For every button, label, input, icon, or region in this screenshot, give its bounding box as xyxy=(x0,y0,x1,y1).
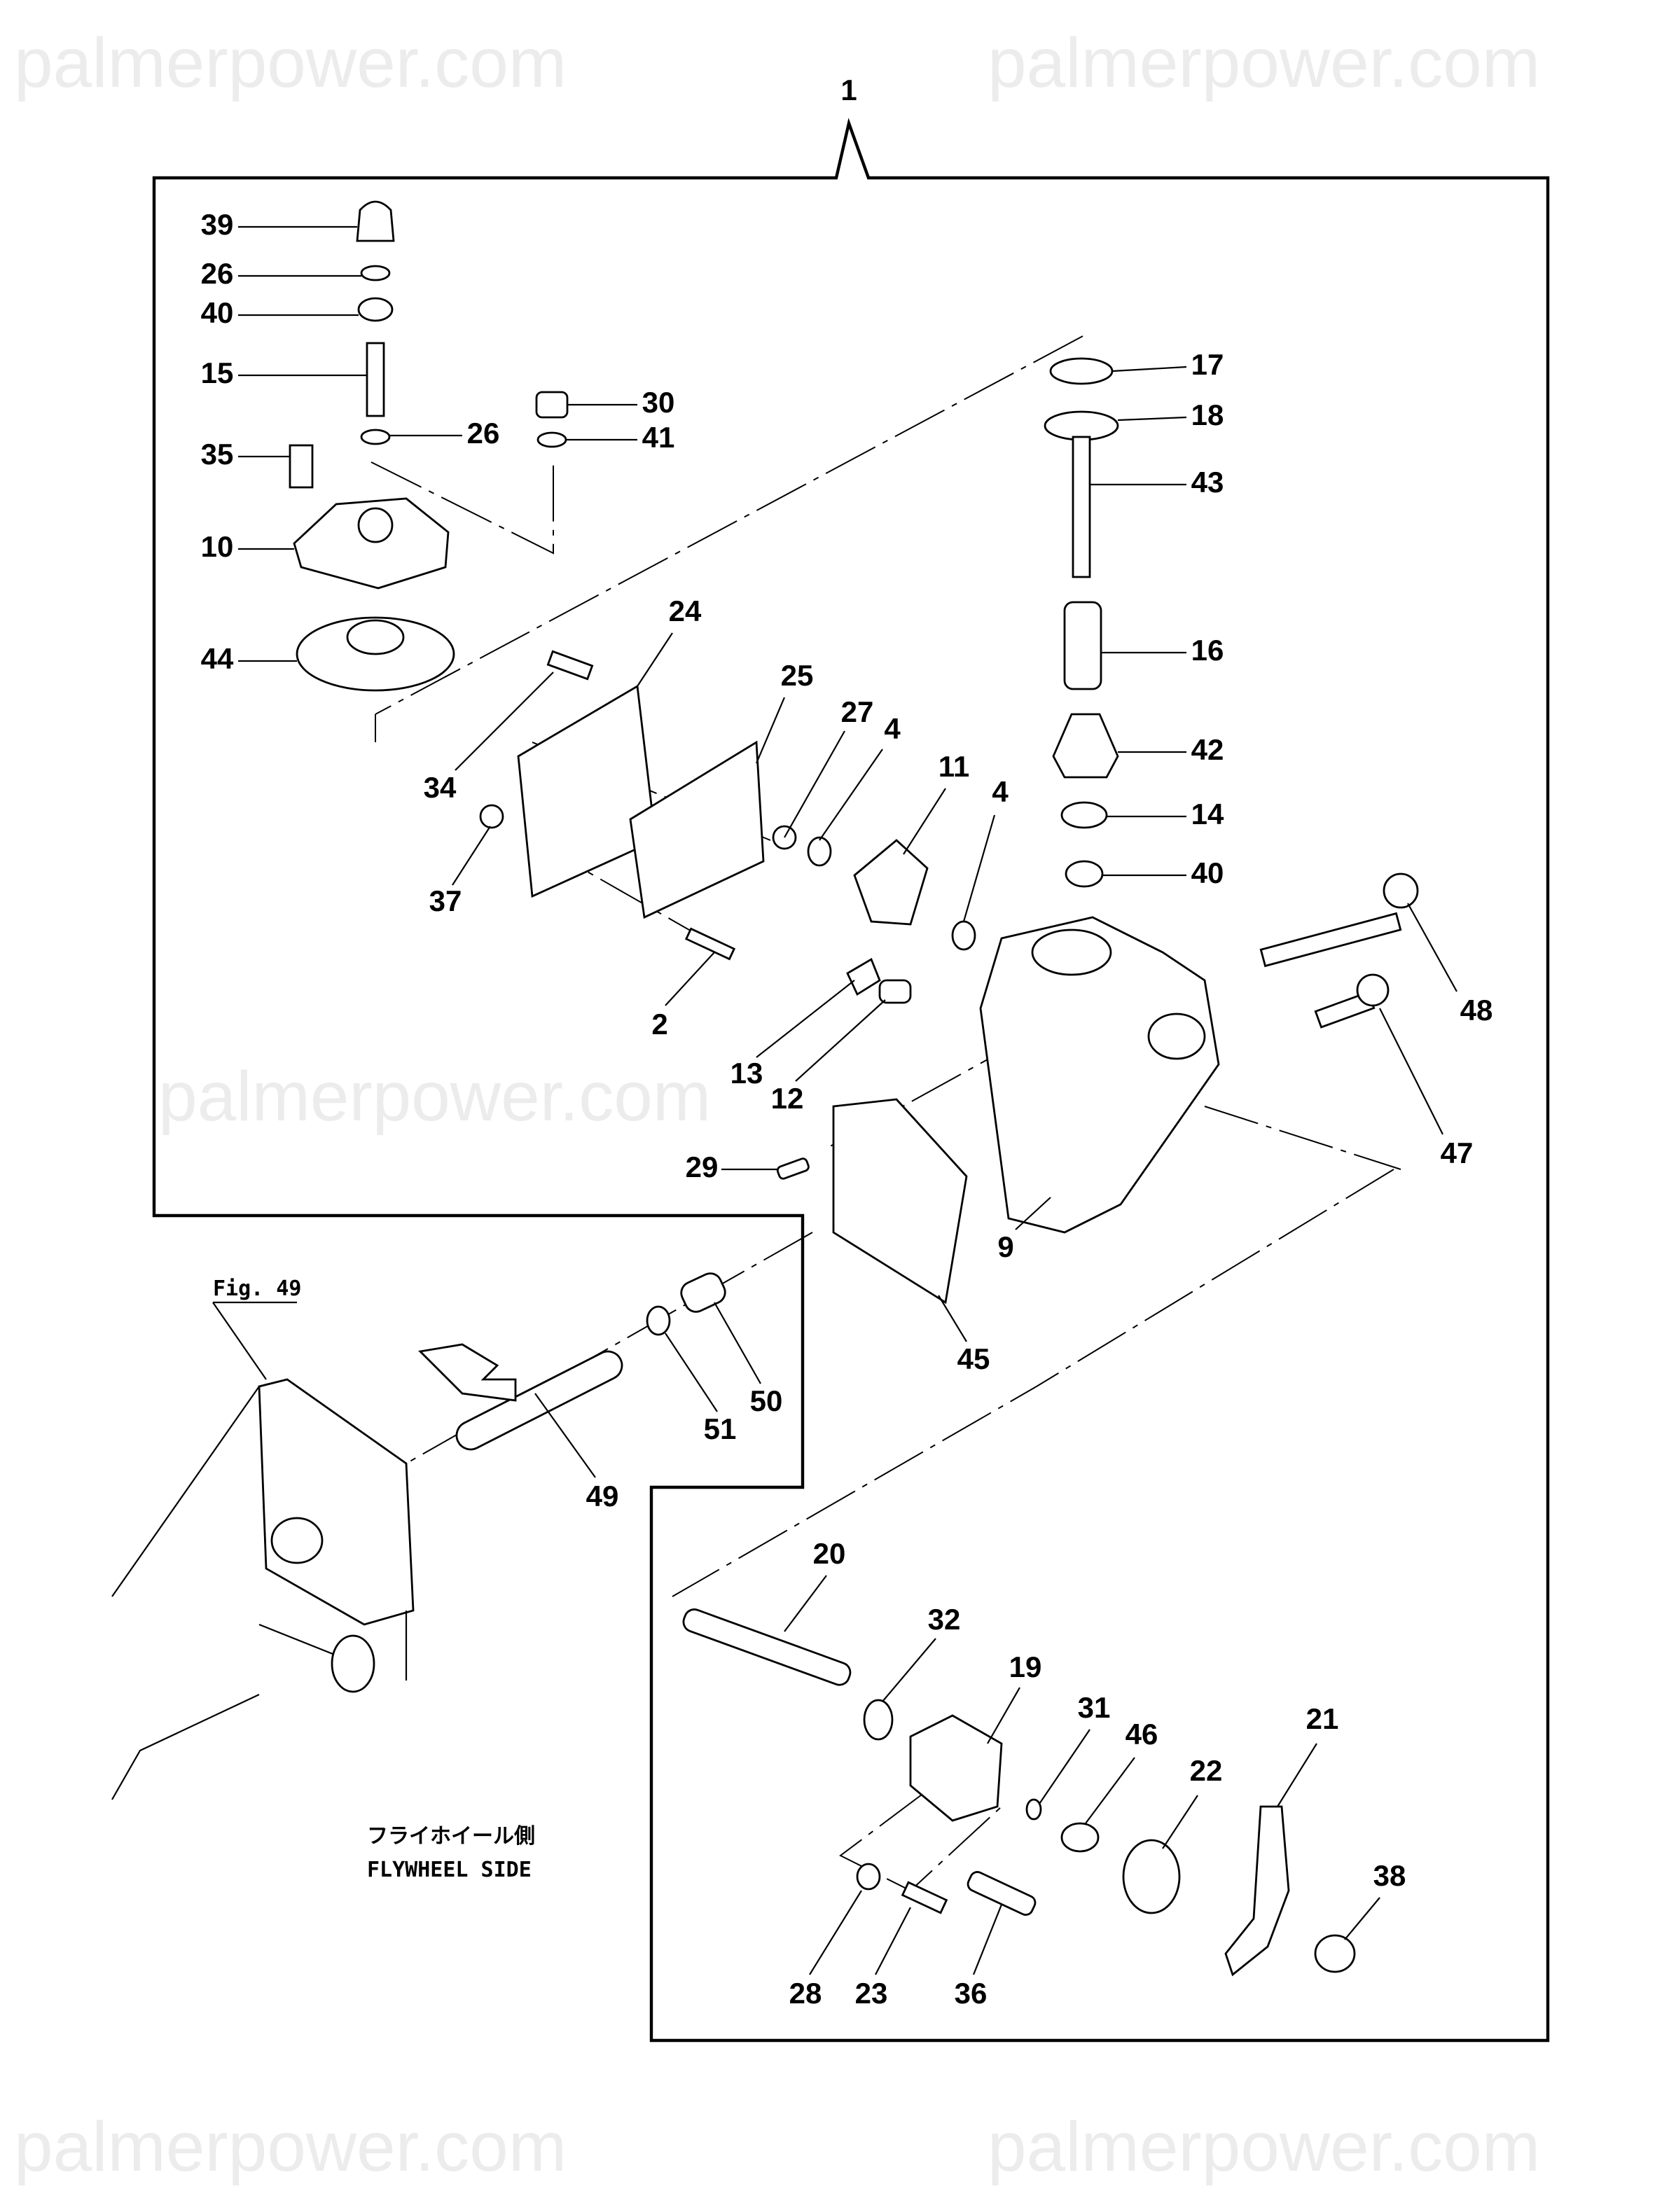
callout-label: 12 xyxy=(771,1082,804,1115)
callout-label: 14 xyxy=(1191,798,1224,830)
callout-labels: 3926401535104426304117184316421440242527… xyxy=(201,208,1493,2010)
callout-label: 44 xyxy=(201,642,234,675)
watermark-bottom-right: palmerpower.com xyxy=(988,2108,1540,2186)
callout-label: 42 xyxy=(1191,733,1224,766)
callout-label: 9 xyxy=(997,1230,1013,1263)
callout-label: 10 xyxy=(201,530,234,563)
watermarks: palmerpower.com palmerpower.com palmerpo… xyxy=(14,24,1540,2186)
callout-label: 17 xyxy=(1191,348,1224,381)
callout-label: 18 xyxy=(1191,398,1224,431)
callout-label: 40 xyxy=(1191,856,1224,889)
direction-note-english: FLYWHEEL SIDE xyxy=(367,1858,532,1882)
callout-label: 2 xyxy=(651,1008,667,1041)
callout-label: 16 xyxy=(1191,634,1224,667)
callout-label: 31 xyxy=(1078,1691,1111,1724)
callout-label: 26 xyxy=(201,257,234,290)
callout-label: 4 xyxy=(884,712,901,745)
callout-label: 41 xyxy=(642,421,675,454)
callout-label: 34 xyxy=(424,771,457,804)
callout-label: 20 xyxy=(813,1537,846,1570)
callout-label: 4 xyxy=(992,775,1009,808)
watermark-top-right: palmerpower.com xyxy=(988,24,1540,102)
callout-label: 43 xyxy=(1191,466,1224,499)
callout-label: 28 xyxy=(789,1977,822,2010)
callout-label: 19 xyxy=(1009,1650,1042,1683)
callout-label: 50 xyxy=(750,1384,783,1417)
callout-label: 38 xyxy=(1373,1859,1406,1892)
callout-label: 47 xyxy=(1441,1136,1474,1169)
callout-label: 40 xyxy=(201,296,234,329)
callout-label: 35 xyxy=(201,438,234,471)
callout-label: 23 xyxy=(855,1977,888,2010)
assembly-label: 1 xyxy=(840,74,857,106)
callout-label: 26 xyxy=(467,417,500,450)
watermark-center: palmerpower.com xyxy=(158,1057,711,1136)
callout-label: 21 xyxy=(1306,1702,1339,1735)
assembly-frame xyxy=(152,118,1550,2043)
callout-label: 15 xyxy=(201,356,234,389)
callout-label: 22 xyxy=(1190,1754,1223,1787)
callout-label: 46 xyxy=(1126,1718,1158,1751)
callout-label: 24 xyxy=(669,594,702,627)
callout-label: 29 xyxy=(686,1150,719,1183)
callout-label: 11 xyxy=(939,750,969,783)
callout-label: 48 xyxy=(1460,994,1493,1027)
callout-label: 49 xyxy=(586,1480,619,1512)
figure-reference: Fig. 49 xyxy=(213,1277,301,1301)
leader-lines xyxy=(212,225,1457,1975)
callout-label: 32 xyxy=(928,1603,961,1636)
callout-label: 36 xyxy=(955,1977,988,2010)
callout-label: 45 xyxy=(957,1342,990,1375)
callout-label: 27 xyxy=(841,695,874,728)
watermark-bottom-left: palmerpower.com xyxy=(14,2108,567,2186)
callout-label: 13 xyxy=(730,1057,763,1090)
watermark-top-left: palmerpower.com xyxy=(14,24,567,102)
callout-label: 39 xyxy=(201,208,234,241)
callout-label: 30 xyxy=(642,386,675,419)
direction-note-japanese: フライホイール側 xyxy=(367,1824,535,1849)
callout-label: 25 xyxy=(781,659,814,692)
callout-label: 37 xyxy=(429,884,462,917)
callout-label: 51 xyxy=(704,1412,737,1445)
